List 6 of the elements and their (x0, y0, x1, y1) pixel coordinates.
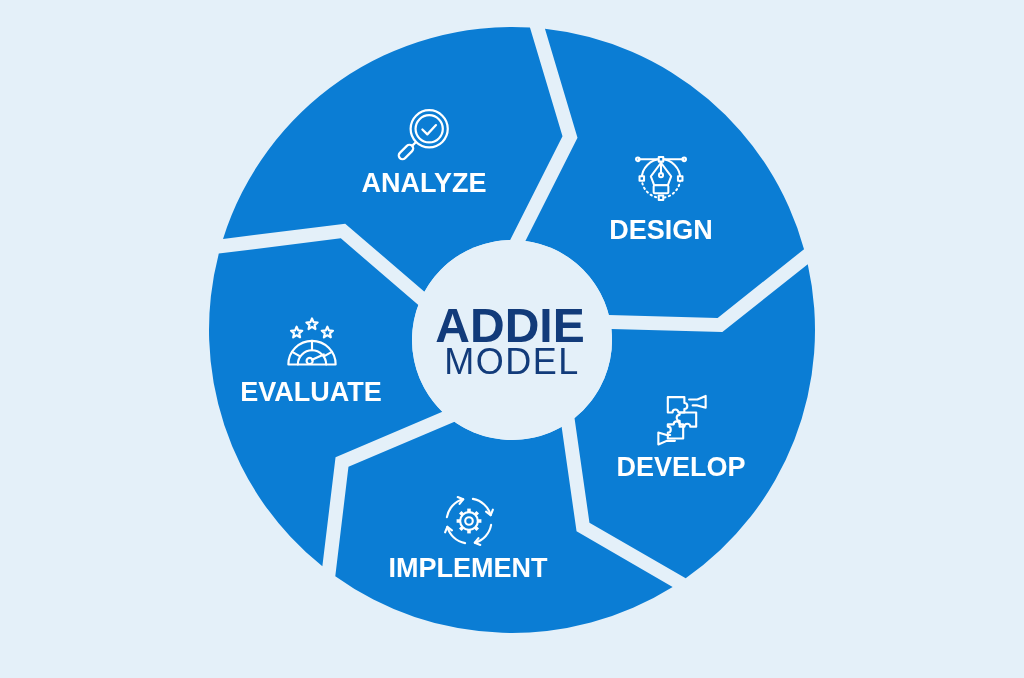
stage-label: ANALYZE (361, 169, 487, 197)
stage-label: EVALUATE (240, 378, 382, 406)
stage-label: DEVELOP (616, 453, 746, 481)
stage-label: DESIGN (609, 216, 713, 244)
hub-subtitle: MODEL (444, 344, 580, 380)
stage-label: IMPLEMENT (388, 554, 548, 582)
